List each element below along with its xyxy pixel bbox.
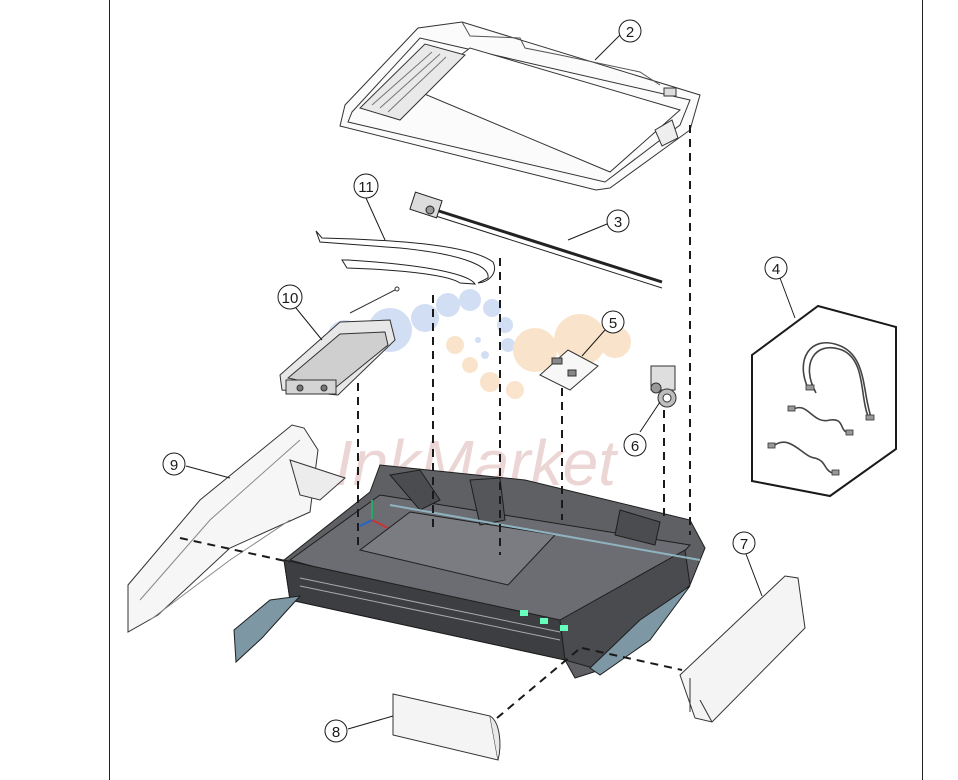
right-side-cover — [679, 575, 806, 723]
svg-text:8: 8 — [332, 724, 340, 741]
flat-cables — [315, 230, 495, 285]
callout-4: 4 — [764, 256, 788, 280]
callout-leaders — [185, 34, 796, 730]
scanner-motor — [650, 365, 677, 408]
scanner-base-chassis — [233, 464, 706, 679]
left-side-cover — [127, 424, 346, 633]
callout-2: 2 — [618, 19, 642, 43]
callout-9: 9 — [162, 452, 186, 476]
svg-text:9: 9 — [170, 457, 178, 474]
cable-harness-inset — [751, 304, 897, 498]
callout-6: 6 — [623, 433, 647, 457]
callout-8: 8 — [324, 719, 348, 743]
svg-text:6: 6 — [631, 438, 639, 455]
scanner-glass-frame — [339, 21, 701, 191]
small-circuit-board — [539, 349, 599, 391]
assembly-guide-lines — [179, 125, 691, 719]
svg-text:7: 7 — [740, 536, 748, 553]
callout-5: 5 — [601, 310, 625, 334]
svg-text:11: 11 — [358, 179, 374, 196]
scan-head-unit — [279, 286, 400, 396]
svg-text:3: 3 — [614, 214, 622, 231]
callout-10: 10 — [277, 284, 303, 310]
scanner-rail-rod — [409, 191, 663, 289]
right-frame-border — [922, 0, 923, 780]
svg-text:10: 10 — [282, 290, 299, 307]
callout-3: 3 — [606, 209, 630, 233]
left-frame-border — [109, 0, 110, 780]
callout-11: 11 — [353, 173, 379, 199]
front-cover-piece — [392, 693, 501, 761]
svg-text:4: 4 — [772, 261, 780, 278]
svg-text:2: 2 — [626, 24, 634, 41]
svg-text:5: 5 — [609, 315, 617, 332]
callout-7: 7 — [732, 531, 756, 555]
